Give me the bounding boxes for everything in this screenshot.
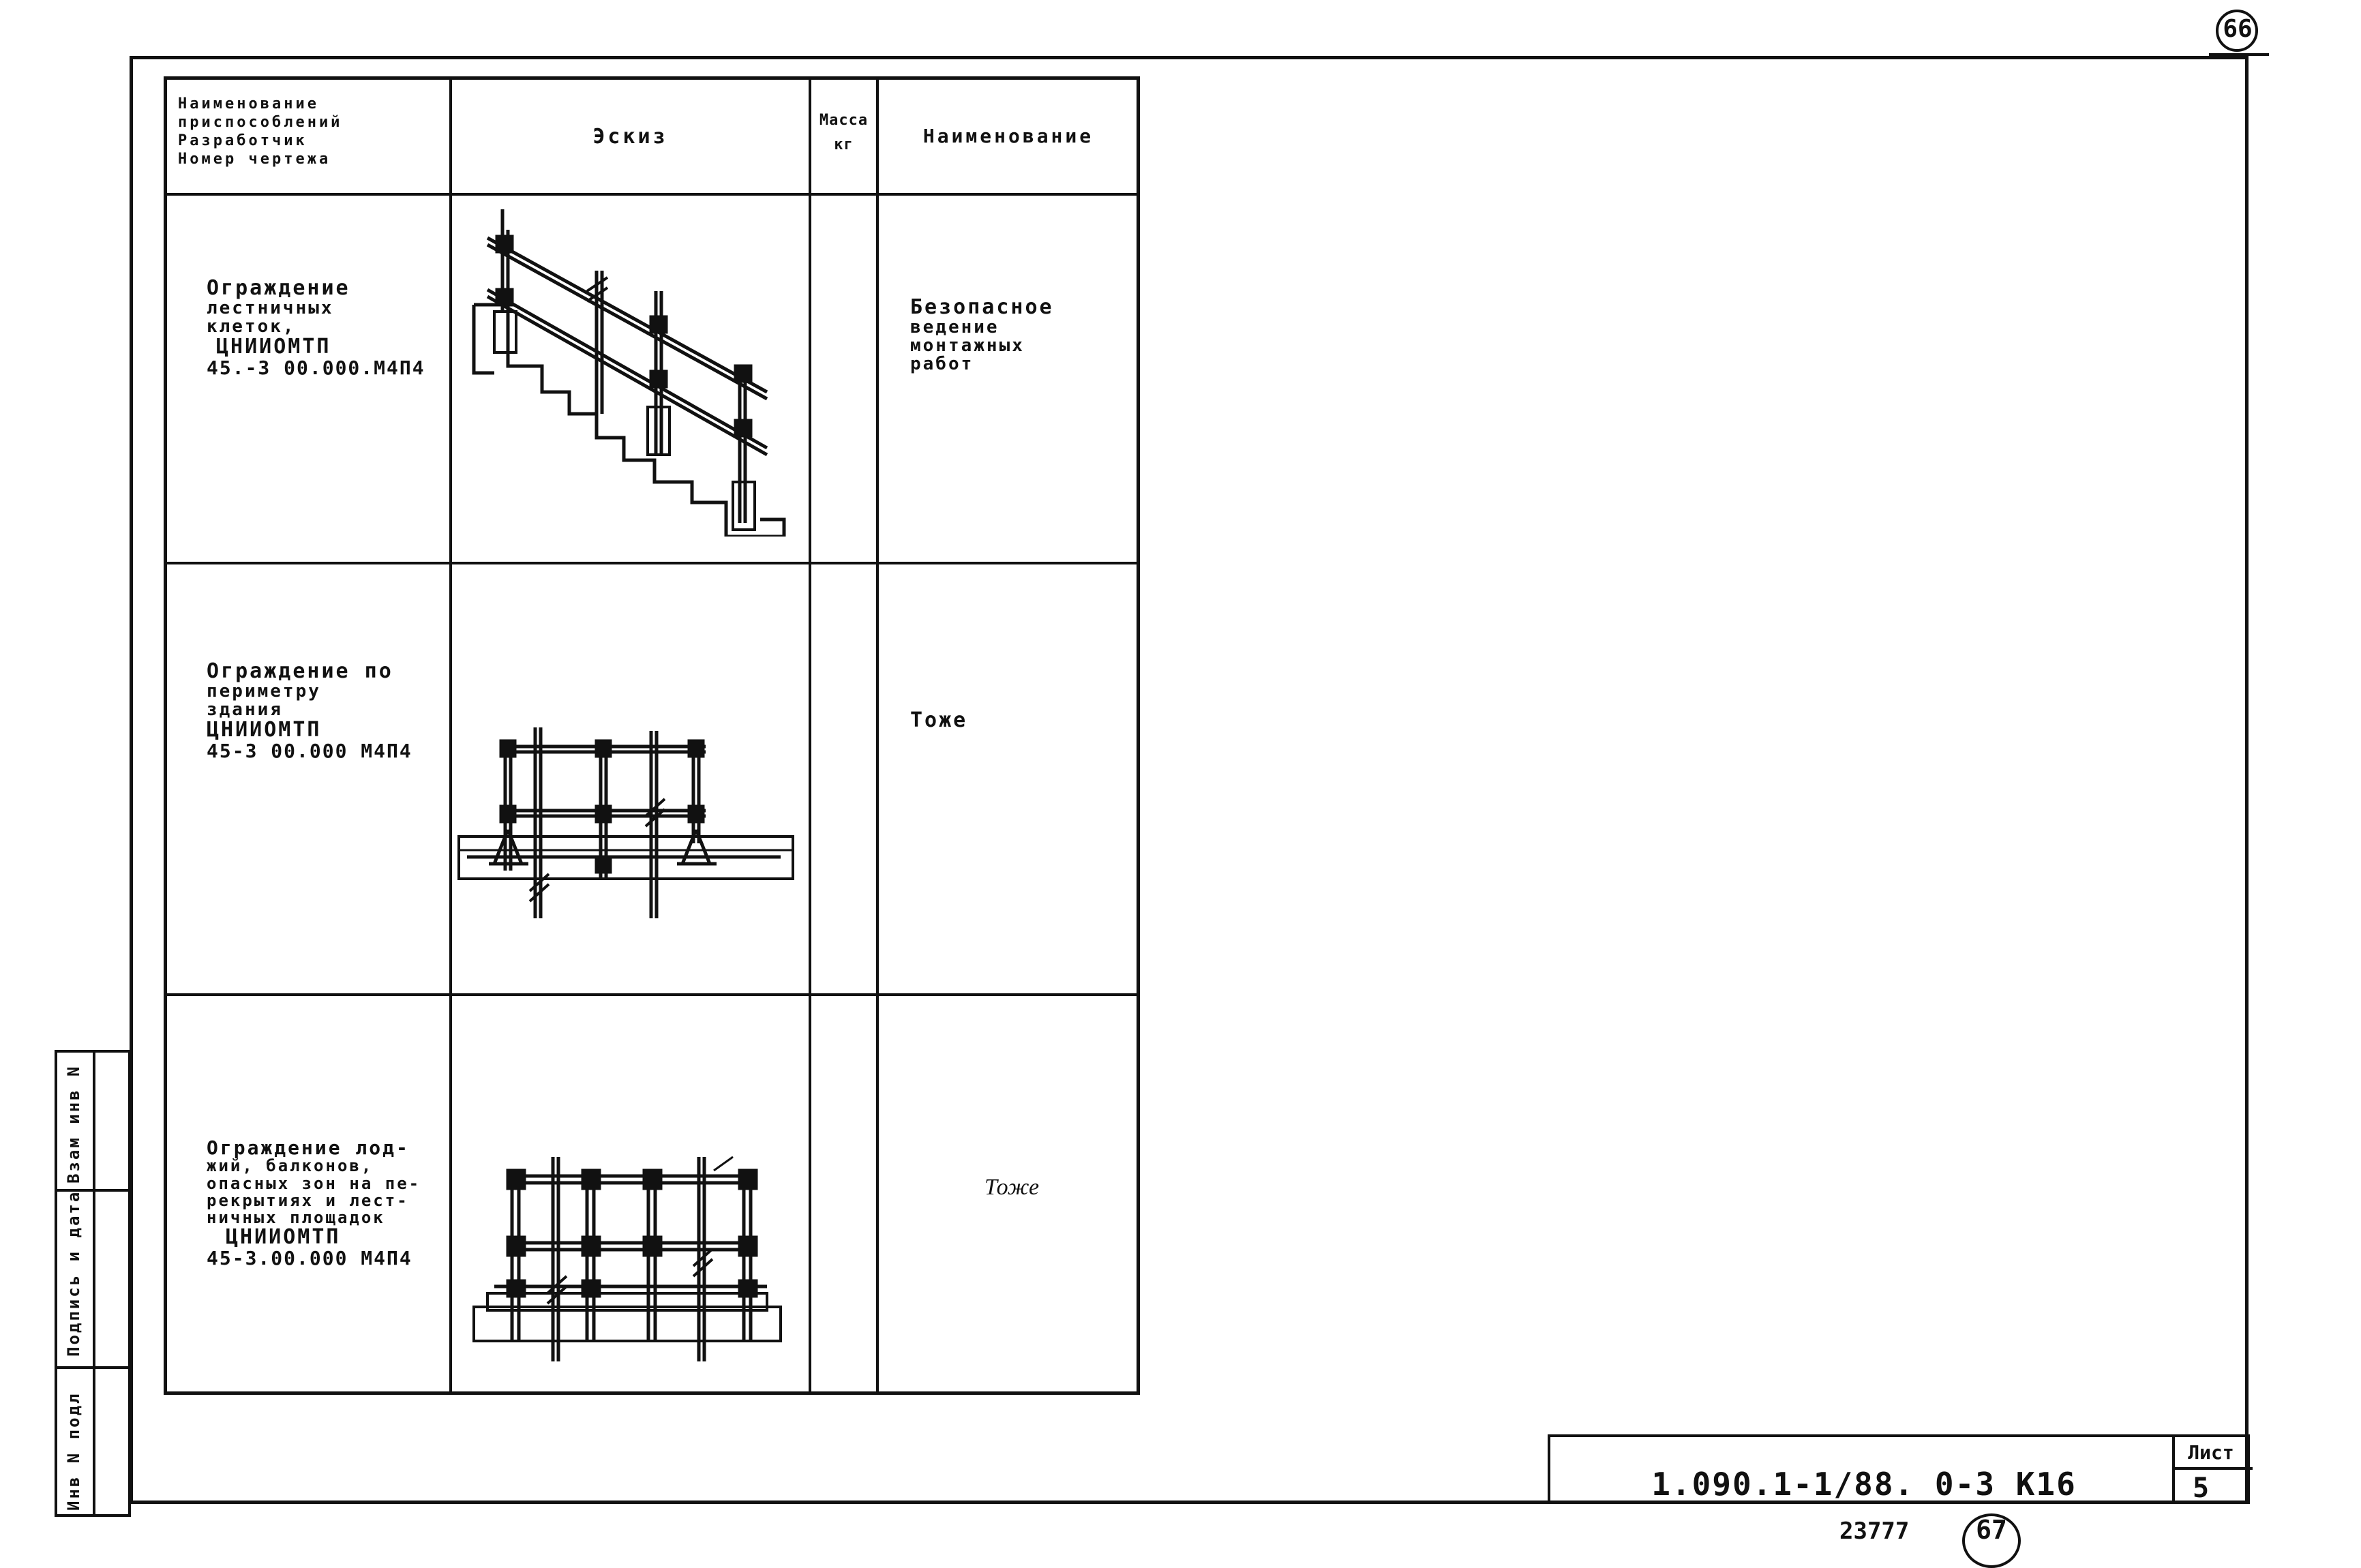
row1-developer: ЦНИИОМТП bbox=[216, 335, 331, 359]
title-block-doc-code: 1.090.1-1/88. 0-3 К16 bbox=[1651, 1466, 2077, 1503]
table-vline-3 bbox=[876, 80, 879, 1391]
header-col-name-line: Наименование bbox=[178, 95, 319, 112]
title-block-sheet-label: Лист bbox=[2188, 1441, 2234, 1464]
header-col-name: Наименование приспособлений Разработчик … bbox=[178, 95, 444, 168]
stair-railing-sketch bbox=[467, 209, 794, 537]
row2-name-cell: Ограждение по периметру здания ЦНИИОМТП … bbox=[207, 661, 445, 761]
page-mark-number: 67 bbox=[1976, 1515, 2007, 1545]
title-block-sheet-hline bbox=[2172, 1467, 2253, 1470]
row3-drawing-no: 45-3.00.000 М4П4 bbox=[207, 1246, 412, 1269]
side-stamp-divider bbox=[93, 1053, 95, 1514]
row1-purpose-line: монтажных bbox=[910, 335, 1025, 356]
row3-developer: ЦНИИОМТП bbox=[226, 1225, 341, 1250]
side-stamp-hline bbox=[57, 1366, 128, 1369]
row1-name-line: клеток, bbox=[207, 316, 296, 337]
header-col-mass-label: Масса bbox=[819, 112, 869, 129]
title-block-sheet-divider bbox=[2172, 1437, 2175, 1504]
row1-name-cell: Ограждение лестничных клеток, ЦНИИОМТП 4… bbox=[207, 277, 445, 378]
archive-number: 23777 bbox=[1839, 1518, 1910, 1545]
fixtures-table: Наименование приспособлений Разработчик … bbox=[164, 76, 1140, 1395]
sheet-mark-number: 66 bbox=[2223, 15, 2253, 43]
row3-purpose-cell: Тоже bbox=[879, 1175, 1145, 1201]
title-block: 1.090.1-1/88. 0-3 К16 Лист 5 bbox=[1548, 1434, 2253, 1504]
row2-name-line: Ограждение по bbox=[207, 659, 393, 683]
sheet-mark-underline bbox=[2209, 53, 2269, 56]
table-hline-row2 bbox=[167, 993, 1137, 996]
row3-name-line: рекрытиях и лест- bbox=[207, 1190, 409, 1210]
row1-name-line: Ограждение bbox=[207, 276, 350, 300]
table-hline-header bbox=[167, 193, 1137, 196]
row3-name-line: Ограждение лод- bbox=[207, 1136, 410, 1159]
side-stamp-signature-date: Подпись и дата bbox=[64, 1190, 83, 1357]
loggia-railing-sketch bbox=[467, 1068, 801, 1368]
row1-name-line: лестничных bbox=[207, 297, 334, 318]
header-col-name-line: Номер чертежа bbox=[178, 151, 331, 168]
header-col-mass-unit: кг bbox=[834, 136, 854, 153]
row3-name-cell: Ограждение лод- жий, балконов, опасных з… bbox=[207, 1138, 445, 1268]
sheet-mark: 66 bbox=[2209, 7, 2270, 56]
row2-drawing-no: 45-3 00.000 М4П4 bbox=[207, 739, 412, 762]
side-stamp-hline bbox=[57, 1189, 128, 1192]
row1-drawing-no: 45.-3 00.000.М4П4 bbox=[207, 356, 425, 379]
row3-name-line: опасных зон на пе- bbox=[207, 1173, 421, 1193]
table-hline-row1 bbox=[167, 562, 1137, 564]
row3-purpose-line: Тоже bbox=[984, 1175, 1040, 1200]
row2-purpose-cell: Тоже bbox=[910, 710, 1128, 732]
row1-purpose-line: работ bbox=[910, 354, 974, 375]
row3-name-line: ничных площадок bbox=[207, 1207, 385, 1227]
row2-name-line: периметру bbox=[207, 680, 321, 702]
side-stamp-replaced-inv: Взам инв N bbox=[64, 1064, 83, 1184]
header-col-sketch: Эскиз bbox=[592, 125, 668, 149]
row1-purpose-line: ведение bbox=[910, 316, 999, 337]
row2-name-line: здания bbox=[207, 699, 283, 720]
perimeter-railing-sketch bbox=[453, 639, 801, 925]
row1-purpose-line: Безопасное bbox=[910, 295, 1054, 319]
row1-purpose-cell: Безопасное ведение монтажных работ bbox=[910, 297, 1128, 374]
row2-developer: ЦНИИОМТП bbox=[207, 718, 322, 742]
table-vline-1 bbox=[449, 80, 452, 1391]
drawing-frame bbox=[130, 56, 2249, 1504]
row2-purpose-line: Тоже bbox=[910, 708, 968, 732]
header-col-purpose: Наименование bbox=[922, 125, 1094, 147]
side-stamp-inv-no: Инв N подл bbox=[64, 1391, 83, 1511]
header-col-mass: Масса кг bbox=[811, 108, 876, 157]
title-block-sheet-number: 5 bbox=[2192, 1473, 2210, 1504]
row3-name-line: жий, балконов, bbox=[207, 1156, 374, 1176]
sheet-mark-circle bbox=[2216, 10, 2258, 52]
side-stamp: Инв N подл Подпись и дата Взам инв N bbox=[55, 1050, 131, 1517]
table-vline-2 bbox=[809, 80, 811, 1391]
header-col-name-line: Разработчик bbox=[178, 132, 307, 149]
header-col-name-line: приспособлений bbox=[178, 114, 343, 131]
